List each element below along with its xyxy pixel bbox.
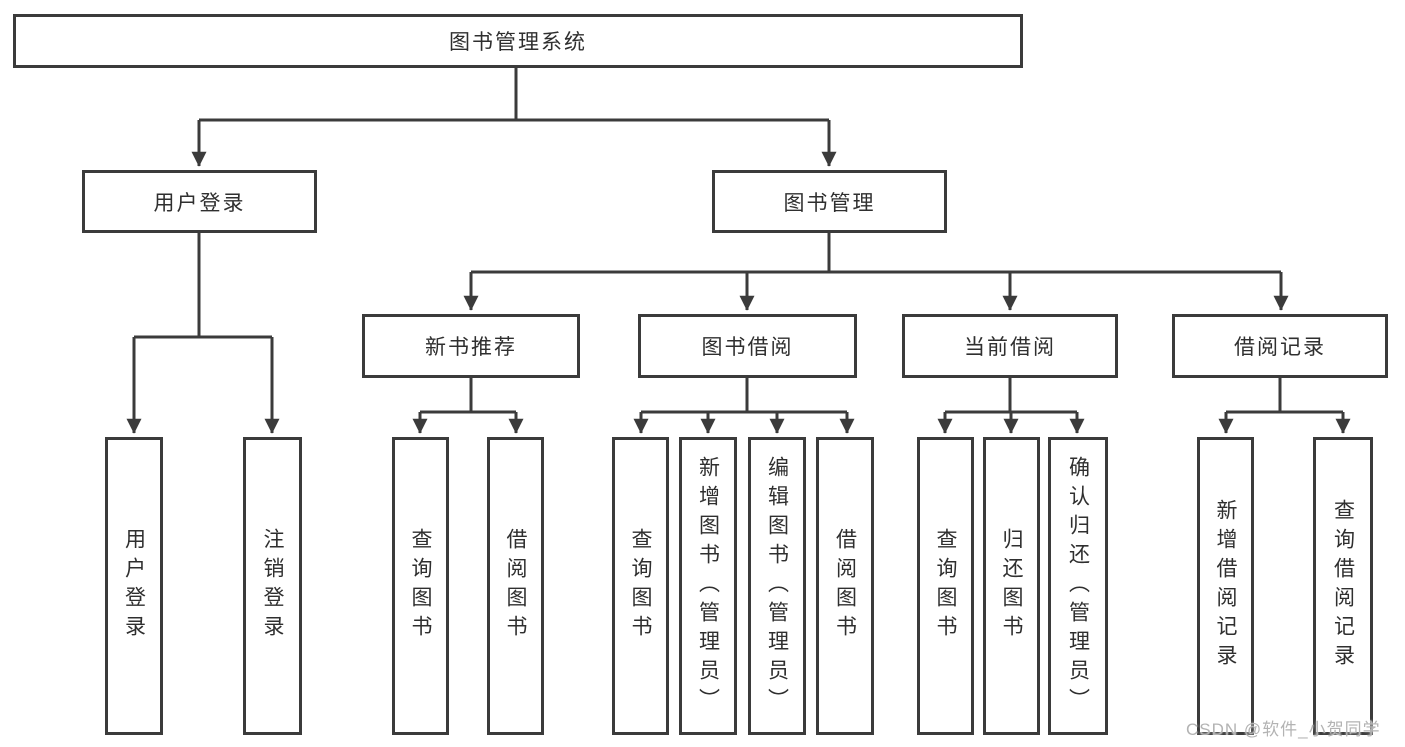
- node-borrow-books-recommend: 借阅图书: [487, 437, 544, 735]
- connector-root-to-level2: [191, 68, 837, 167]
- connector-borrowing-records-children: [1218, 378, 1351, 434]
- connector-user-login-children: [126, 233, 280, 434]
- node-user-login-leaf: 用户登录: [105, 437, 163, 735]
- node-logout-leaf: 注销登录: [243, 437, 302, 735]
- connector-current-borrowing-children: [937, 378, 1085, 434]
- connector-book-borrowing-children: [633, 378, 855, 434]
- node-current-borrowing: 当前借阅: [902, 314, 1118, 378]
- node-add-books-admin: 新增图书（管理员）: [679, 437, 737, 735]
- csdn-watermark: CSDN @软件_小贺同学: [1186, 720, 1381, 739]
- connector-book-management-children: [463, 233, 1289, 311]
- node-query-books-borrowing: 查询图书: [612, 437, 669, 735]
- connector-new-book-recommend-children: [412, 378, 524, 434]
- node-user-login: 用户登录: [82, 170, 317, 233]
- node-borrowing-records: 借阅记录: [1172, 314, 1388, 378]
- node-edit-books-admin: 编辑图书（管理员）: [748, 437, 806, 735]
- node-query-books-recommend: 查询图书: [392, 437, 449, 735]
- node-query-books-current: 查询图书: [917, 437, 974, 735]
- node-library-system: 图书管理系统: [13, 14, 1023, 68]
- node-borrow-books-borrowing: 借阅图书: [816, 437, 874, 735]
- node-return-books: 归还图书: [983, 437, 1040, 735]
- node-query-borrow-record: 查询借阅记录: [1313, 437, 1373, 735]
- node-book-borrowing: 图书借阅: [638, 314, 857, 378]
- node-confirm-return-admin: 确认归还（管理员）: [1048, 437, 1108, 735]
- node-new-book-recommend: 新书推荐: [362, 314, 580, 378]
- node-add-borrow-record: 新增借阅记录: [1197, 437, 1254, 735]
- node-book-management: 图书管理: [712, 170, 947, 233]
